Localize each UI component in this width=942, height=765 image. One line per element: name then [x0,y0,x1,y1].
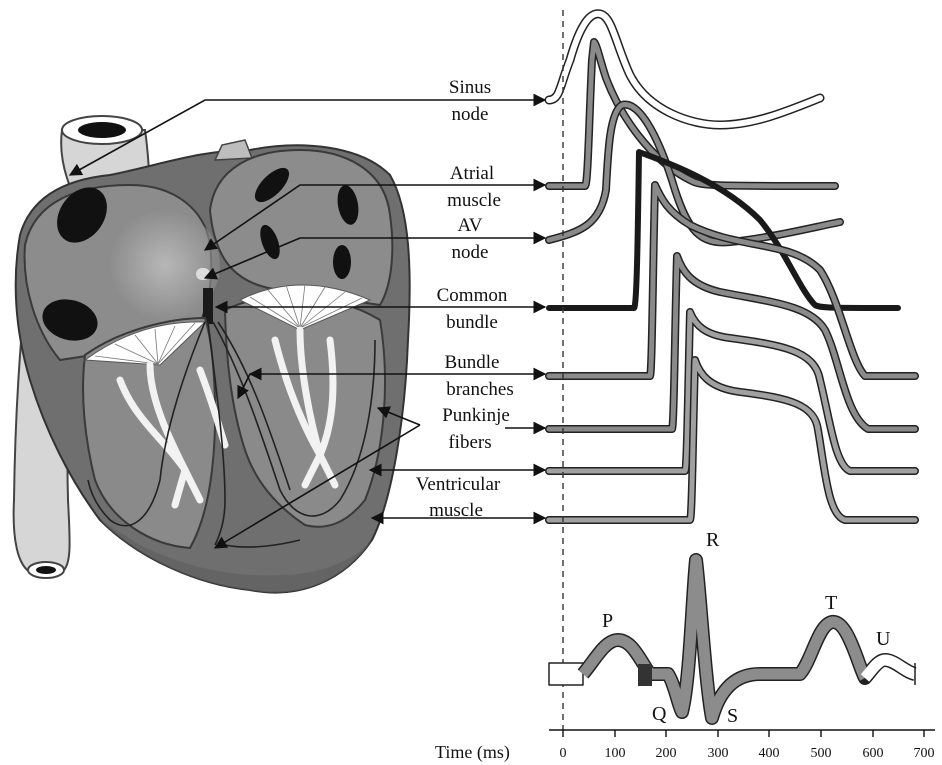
time-axis: 0 100 200 300 400 500 600 700 Time (ms) [435,730,935,763]
label-atrial-2: muscle [447,190,501,211]
tick-500: 500 [811,746,832,761]
heart-illustration [14,116,410,593]
structure-labels: Sinus node Atrial muscle AV node Common … [416,77,514,521]
ecg-baseline-start [549,663,583,685]
tick-0: 0 [560,746,567,761]
tick-700: 700 [914,746,935,761]
ecg-waveform [583,560,915,718]
label-ventricular-1: Ventricular [416,474,501,495]
label-common-2: bundle [446,312,498,333]
wave-label-q: Q [652,703,667,725]
time-axis-label: Time (ms) [435,742,510,763]
ecg-trace [549,560,915,718]
label-atrial-1: Atrial [450,163,494,184]
tick-400: 400 [759,746,780,761]
label-purkinje-2: fibers [448,432,491,453]
tick-200: 200 [656,746,677,761]
label-branches-1: Bundle [445,352,500,373]
wave-label-t: T [825,592,837,614]
label-av-2: node [452,242,489,263]
trace-bundle-branches [549,185,915,376]
label-ventricular-2: muscle [429,500,483,521]
wave-label-s: S [727,705,738,727]
wave-label-u: U [876,628,891,650]
trace-purkinje-fibers [549,256,915,429]
pr-segment-mark [638,664,652,686]
av-node-spot [196,268,210,280]
tick-100: 100 [605,746,626,761]
action-potential-traces [549,14,915,520]
label-av-1: AV [458,215,483,236]
trace-ventricular-muscle-2 [549,360,915,520]
label-sinus-1: Sinus [449,77,491,98]
tick-300: 300 [708,746,729,761]
trace-common-bundle [549,152,898,308]
label-common-1: Common [437,285,508,306]
wave-label-p: P [602,610,613,632]
label-sinus-2: node [452,104,489,125]
label-branches-2: branches [446,379,514,400]
wave-label-r: R [706,529,720,551]
label-purkinje-1: Punkinje [442,405,510,426]
tick-600: 600 [863,746,884,761]
